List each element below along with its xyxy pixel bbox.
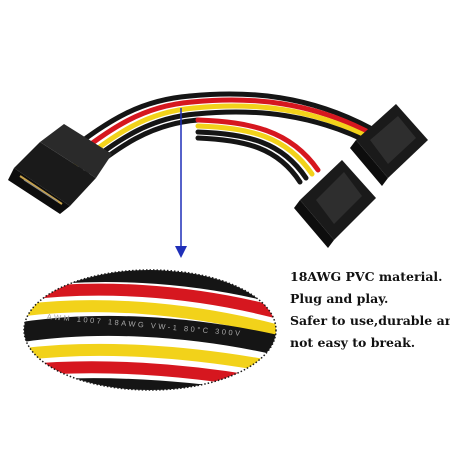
sata-female-connector-middle: [294, 160, 376, 248]
feature-item: Plug and play.: [290, 291, 389, 306]
feature-item: not easy to break.: [290, 335, 416, 350]
sata-female-connector-top: [350, 104, 428, 186]
wire-branch-lower: [195, 117, 321, 185]
feature-item: Safer to use,durable and: [290, 313, 450, 328]
zoom-callout: AWM 1007 18AWG VW-1 80°C 300V: [23, 269, 277, 391]
feature-item: 18AWG PVC material.: [290, 269, 443, 284]
sata-male-connector: [8, 124, 112, 214]
pointer-arrow: [175, 108, 187, 258]
wire-branch-upper: [187, 91, 379, 149]
feature-list: 18AWG PVC material. Plug and play. Safer…: [290, 266, 450, 354]
